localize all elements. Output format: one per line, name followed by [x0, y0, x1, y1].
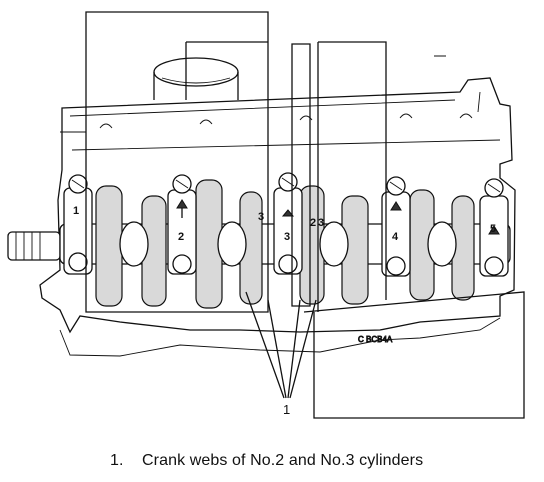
section-planes	[60, 11, 525, 419]
web-label: 2	[310, 217, 316, 229]
journal-label-4: 4	[392, 231, 399, 243]
engine-block-outline	[39, 77, 516, 357]
web-label: 3	[258, 211, 264, 223]
figure-caption: 1. Crank webs of No.2 and No.3 cylinders	[110, 452, 423, 470]
caption-number: 1.	[110, 452, 124, 469]
bearing-caps	[63, 172, 509, 277]
crank-web	[95, 185, 123, 307]
journal-labels: 1 2 3 4 5 3 2 3	[73, 205, 496, 243]
journal-label-5: 5	[490, 223, 496, 235]
cap-arrows	[176, 199, 500, 235]
engine-block-crankshaft-diagram: 1 2 3 4 5 3 2 3 1 C BCB4A	[7, 11, 525, 419]
web-label: 3	[318, 217, 324, 229]
callout-leaders: 1	[245, 291, 317, 417]
journal-label-2: 2	[178, 231, 184, 243]
caption-text: Crank webs of No.2 and No.3 cylinders	[142, 452, 424, 469]
cylinder-top	[153, 57, 239, 100]
callout-number-1: 1	[283, 402, 290, 417]
casting-mark: C BCB4A	[358, 335, 393, 344]
journal-label-3: 3	[284, 231, 290, 243]
journal-label-1: 1	[73, 205, 79, 217]
